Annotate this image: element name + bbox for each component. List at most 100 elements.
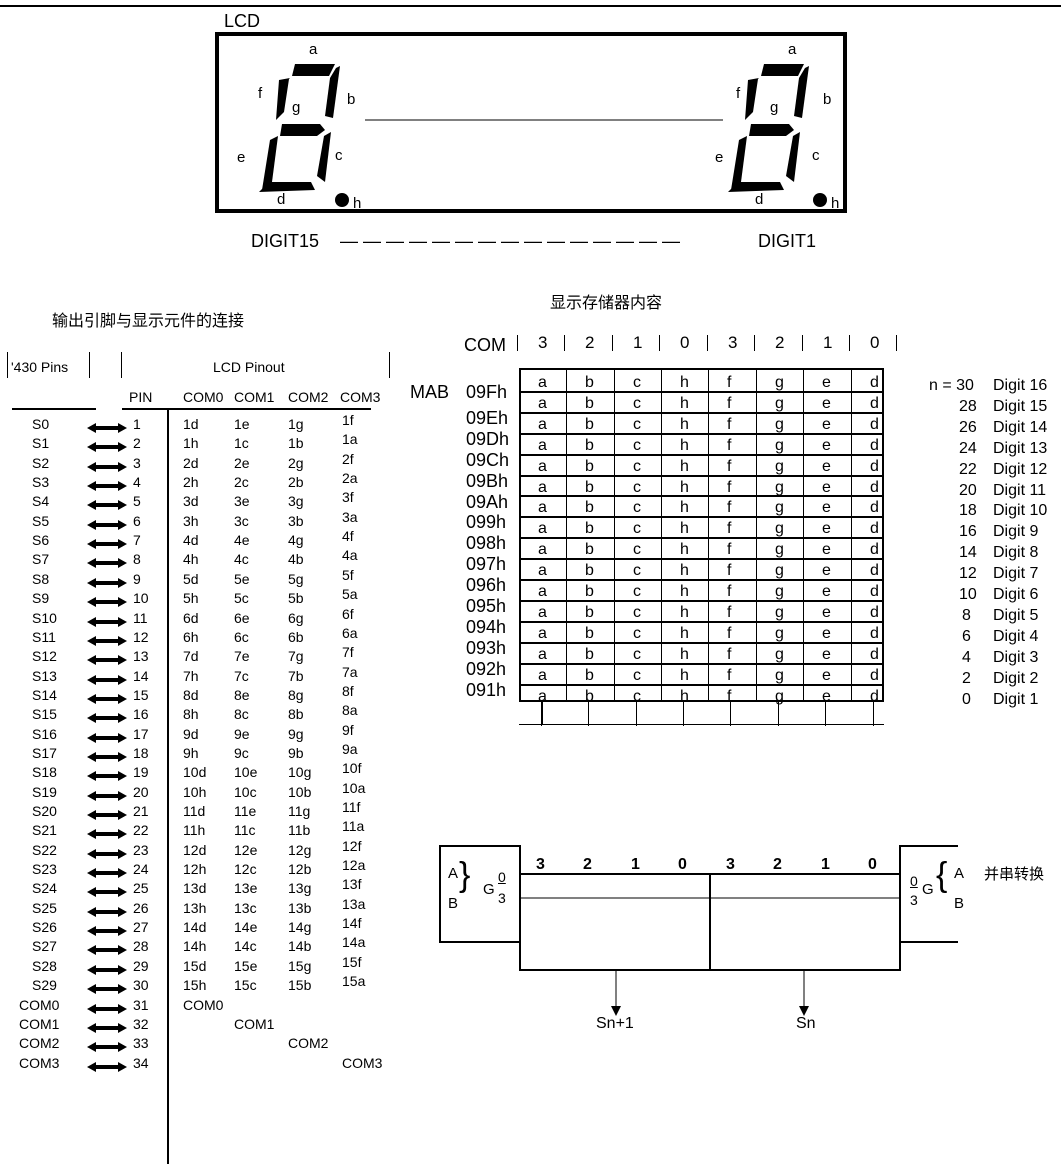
memory-address: 09Ch — [466, 450, 510, 470]
bidirectional-arrow-icon — [87, 614, 127, 627]
pinout-cell: 1b — [288, 435, 304, 451]
segment-bit-cell: d — [870, 479, 879, 496]
bidirectional-arrow-icon — [87, 536, 127, 549]
segment-bit-cell: f — [727, 479, 732, 496]
bidirectional-arrow-icon — [87, 594, 127, 607]
segment-bit-cell: b — [585, 458, 594, 475]
segment-bit-cell: g — [775, 667, 784, 684]
seg-f-right: f — [736, 85, 741, 102]
segment-bit-cell: f — [727, 604, 732, 621]
pinout-cell: 2e — [234, 455, 250, 471]
bidirectional-arrow-icon — [87, 710, 127, 723]
pinout-cell: 7h — [183, 668, 199, 684]
pin-number: 23 — [133, 842, 149, 858]
memory-address: 091h — [466, 680, 507, 700]
lcd-frame — [215, 32, 847, 213]
pinout-cell: 2c — [234, 474, 249, 490]
com-separator — [612, 335, 613, 351]
segment-bit-cell: f — [727, 541, 732, 558]
mux-right-num: 0 — [910, 873, 918, 889]
bidirectional-arrow-icon — [87, 981, 127, 994]
digit-label: Digit 7 — [993, 565, 1039, 582]
pinout-cell: COM2 — [288, 1035, 329, 1051]
top-rule — [0, 5, 1061, 7]
pinout-cell: 4a — [342, 547, 358, 563]
pin-signal-label: S11 — [32, 629, 56, 645]
segment-bit-cell: c — [633, 416, 641, 433]
n-value: 24 — [959, 440, 977, 457]
segment-bit-cell: e — [822, 395, 831, 412]
pinout-cell: 3h — [183, 513, 199, 529]
segment-bit-cell: g — [775, 604, 784, 621]
com-separator — [802, 335, 803, 351]
seg-d-right: d — [755, 191, 763, 208]
memory-grid-col-line — [566, 368, 567, 702]
pin-signal-label: S0 — [32, 416, 50, 432]
lcd-title: LCD — [224, 11, 261, 31]
segment-bit-cell: h — [680, 437, 689, 454]
pin-number: 30 — [133, 977, 149, 993]
pinout-cell: 5f — [342, 567, 354, 583]
digit-label: Digit 13 — [993, 440, 1048, 457]
memory-address: 099h — [466, 512, 507, 532]
pinout-cell: 14c — [234, 938, 257, 954]
pinout-cell: 12e — [234, 842, 258, 858]
pinout-cell: 4c — [234, 551, 249, 567]
pinout-cell: 12c — [234, 861, 257, 877]
mux-right-g: G — [922, 881, 934, 898]
digit-label: Digit 10 — [993, 502, 1048, 519]
bidirectional-arrow-icon — [87, 497, 127, 510]
pin-number: 33 — [133, 1035, 149, 1051]
memory-address: 093h — [466, 638, 507, 658]
pinout-cell: 12d — [183, 842, 207, 858]
pin-signal-label: S17 — [32, 745, 57, 761]
digit1-dot — [813, 193, 827, 207]
segment-bit-cell: e — [822, 688, 831, 705]
segment-bit-cell: h — [680, 604, 689, 621]
seg-f-left: f — [258, 85, 263, 102]
pinout-cell: 3b — [288, 513, 304, 529]
digit-label: Digit 2 — [993, 670, 1039, 687]
pin-number: 5 — [133, 493, 141, 509]
segment-bit-cell: h — [680, 625, 689, 642]
memory-table — [519, 368, 884, 702]
com-separator — [896, 335, 897, 351]
pin-number: 20 — [133, 784, 149, 800]
bidirectional-arrow-icon — [87, 768, 127, 781]
pin-number: 2 — [133, 435, 141, 451]
segment-bit-cell: c — [633, 520, 641, 537]
segment-bit-cell: e — [822, 479, 831, 496]
pinout-cell: 1h — [183, 435, 199, 451]
segment-bit-cell: c — [633, 562, 641, 579]
segment-bit-cell: b — [585, 625, 594, 642]
segment-bit-cell: c — [633, 541, 641, 558]
mux-bit-label: 3 — [726, 856, 735, 873]
segment-bit-cell: h — [680, 688, 689, 705]
segment-bit-cell: g — [775, 395, 784, 412]
com-value: 0 — [870, 333, 880, 352]
memory-address: 09Ah — [466, 492, 509, 512]
segment-bit-cell: c — [633, 499, 641, 516]
pin-number: 28 — [133, 938, 149, 954]
pinout-header-right-bar — [389, 352, 390, 378]
pin-number: 27 — [133, 919, 149, 935]
pinout-cell: 15b — [288, 977, 312, 993]
n-value: 22 — [959, 461, 977, 478]
pinout-cell: 6a — [342, 625, 358, 641]
segment-bit-cell: h — [680, 646, 689, 663]
grid-to-register-line — [730, 702, 731, 726]
grid-to-register-line — [873, 702, 874, 726]
segment-bit-cell: g — [775, 479, 784, 496]
grid-stub-left — [541, 702, 543, 724]
pinout-cell: 1f — [342, 412, 354, 428]
segment-bit-cell: f — [727, 458, 732, 475]
lcd-digits: a f g b e c d h a f g b e c d h — [237, 41, 839, 212]
memory-grid-row-line — [519, 537, 884, 539]
pins-header-right-bar — [89, 352, 90, 378]
pinout-cell: 5a — [342, 586, 358, 602]
com-value: 0 — [680, 333, 690, 352]
pinout-cell: 11d — [183, 803, 206, 819]
pinout-cell: 6f — [342, 606, 354, 622]
seg-a-right: a — [788, 41, 797, 58]
digit-label: Digit 8 — [993, 544, 1039, 561]
